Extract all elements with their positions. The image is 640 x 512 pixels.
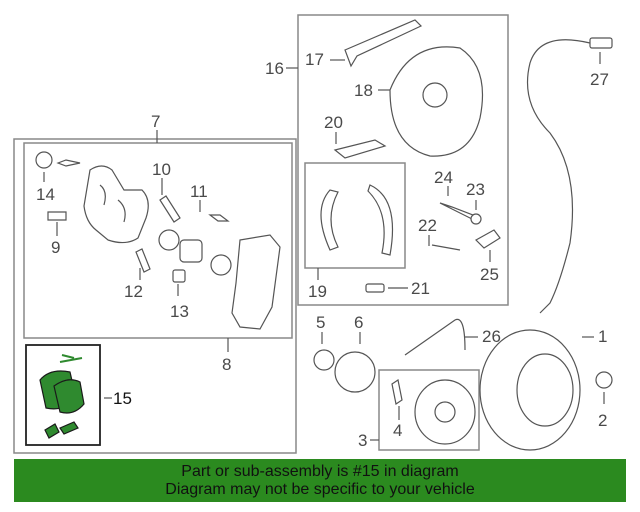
callout-17: 17 xyxy=(305,50,324,69)
callout-20: 20 xyxy=(324,113,343,132)
caliper-bracket-part xyxy=(231,234,281,330)
parking-brake-box xyxy=(297,14,509,306)
callout-19: 19 xyxy=(308,282,327,301)
bolt-11-part xyxy=(208,214,230,222)
piston-part xyxy=(179,239,203,263)
snap-ring-part xyxy=(334,351,376,393)
piston-seal-part xyxy=(158,229,180,251)
callout-26: 26 xyxy=(482,327,501,346)
callout-13: 13 xyxy=(170,302,189,321)
hub-box xyxy=(378,369,480,451)
brake-shoe-left-part xyxy=(320,189,339,251)
callout-1: 1 xyxy=(598,327,607,346)
callout-10: 10 xyxy=(152,160,171,179)
bleeder-bolt-part xyxy=(56,159,81,167)
callout-9: 9 xyxy=(51,238,60,257)
callout-23: 23 xyxy=(466,180,485,199)
bolt-12-part xyxy=(135,248,151,273)
brake-hose-part xyxy=(404,318,466,356)
callout-11: 11 xyxy=(190,182,208,201)
callout-18: 18 xyxy=(354,81,373,100)
bearing-part xyxy=(313,349,335,371)
rotor-part xyxy=(479,329,581,451)
callout-27: 27 xyxy=(590,70,609,89)
callout-24: 24 xyxy=(434,168,453,187)
callout-12: 12 xyxy=(124,282,143,301)
cap-25-part xyxy=(475,229,501,249)
callout-7: 7 xyxy=(151,112,160,131)
caliper-assembly-box xyxy=(23,142,293,339)
hub-part xyxy=(391,379,403,405)
callout-16: 16 xyxy=(265,59,284,78)
callout-21: 21 xyxy=(411,279,430,298)
callout-8: 8 xyxy=(222,355,231,374)
callout-25: 25 xyxy=(480,265,499,284)
boot-part xyxy=(210,254,232,276)
callout-3: 3 xyxy=(358,431,367,450)
shoe-box xyxy=(304,162,406,269)
pad-box xyxy=(25,344,101,446)
callout-14: 14 xyxy=(36,185,55,204)
banner-line-2: Diagram may not be specific to your vehi… xyxy=(165,481,475,498)
washer-23-part xyxy=(470,213,482,225)
sensor-connector-part xyxy=(365,283,385,293)
callout-2: 2 xyxy=(598,411,607,430)
adjuster-part xyxy=(333,139,387,159)
bushing-part xyxy=(172,269,186,283)
sensor-plug-part xyxy=(589,37,613,49)
shim-part xyxy=(44,421,79,439)
caliper-bolt-part xyxy=(159,195,181,223)
callout-6: 6 xyxy=(354,313,363,332)
brake-pad-part-2 xyxy=(53,379,85,414)
dust-cap-part xyxy=(35,151,53,169)
callout-15: 15 xyxy=(113,389,132,408)
caliper-body-part xyxy=(83,165,149,244)
outer-caliper-frame-box xyxy=(13,138,297,454)
callout-5: 5 xyxy=(316,313,325,332)
guide-pin-part xyxy=(47,211,67,221)
speed-sensor-wire-part xyxy=(526,39,591,314)
callout-4: 4 xyxy=(393,421,402,440)
banner-line-1: Part or sub-assembly is #15 in diagram xyxy=(181,463,459,480)
notice-banner: Part or sub-assembly is #15 in diagram D… xyxy=(14,459,626,502)
bracket-part xyxy=(344,19,423,68)
brake-shoe-right-part xyxy=(367,184,393,256)
spring-22-part xyxy=(431,244,461,251)
callout-22: 22 xyxy=(418,216,437,235)
cap-2-part xyxy=(595,371,613,389)
